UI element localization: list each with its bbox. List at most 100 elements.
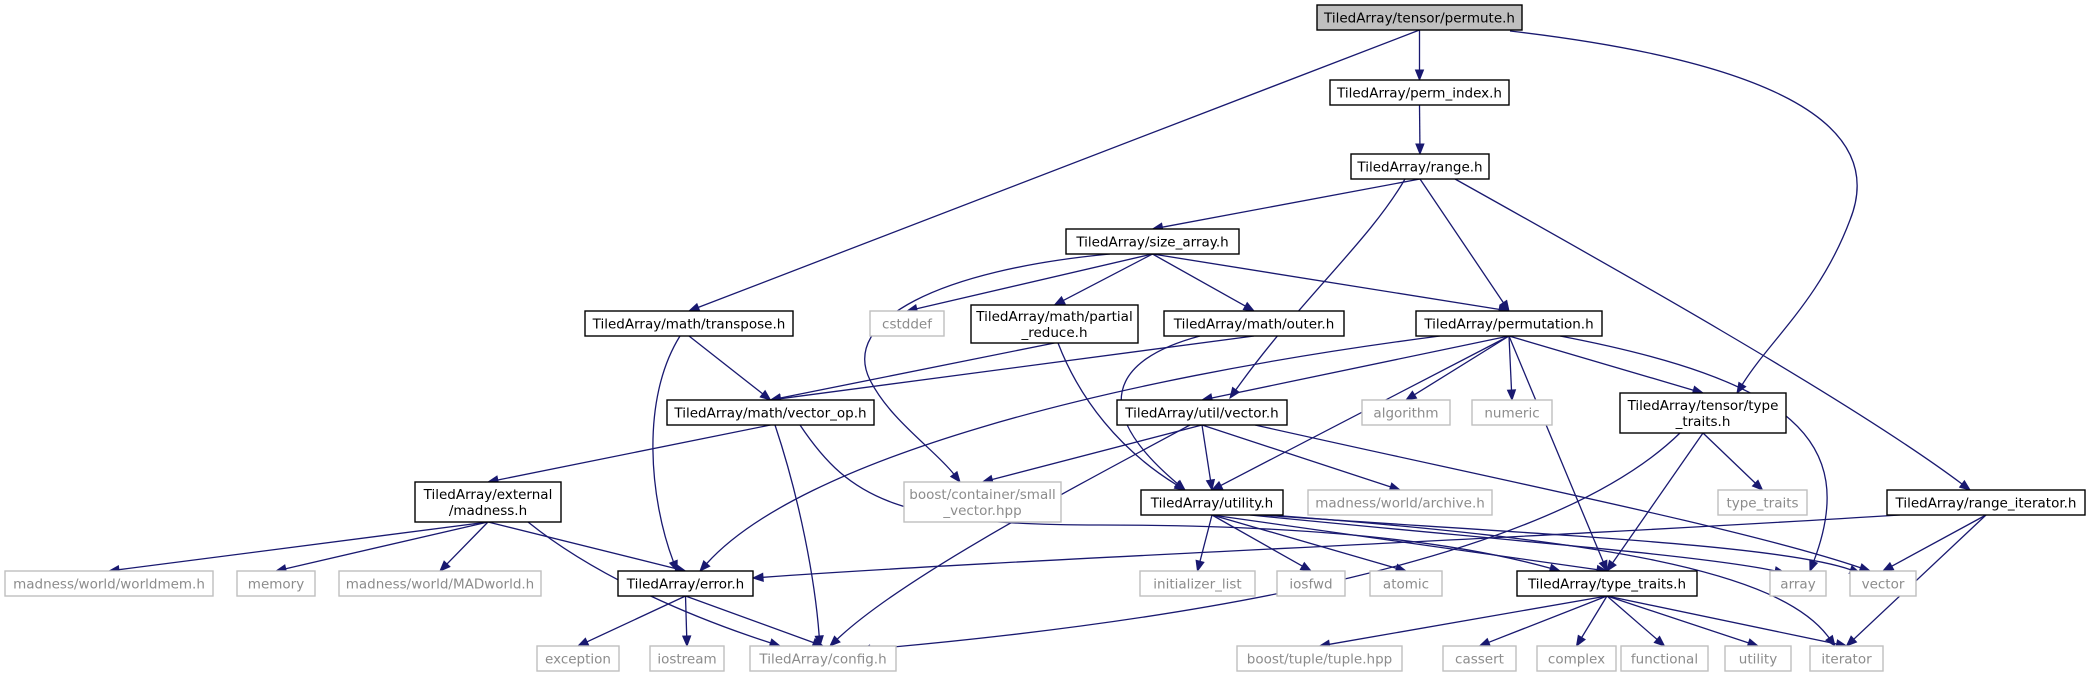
node-config: TiledArray/config.h bbox=[749, 645, 897, 672]
edge-line bbox=[1853, 514, 1987, 640]
node-box bbox=[1619, 392, 1787, 434]
arrowhead-icon bbox=[1958, 479, 1972, 491]
node-label: iterator bbox=[1821, 652, 1872, 668]
edge-utility_h-to-array bbox=[1249, 514, 1787, 576]
node-box bbox=[1139, 570, 1256, 597]
arrowhead-icon bbox=[759, 389, 772, 401]
node-box bbox=[4, 570, 214, 597]
node-label: iosfwd bbox=[1289, 577, 1332, 593]
edge-range-to-range_iterator bbox=[1454, 178, 1972, 491]
node-box bbox=[1316, 4, 1523, 31]
node-util-vector[interactable]: TiledArray/util/vector.h bbox=[1116, 399, 1288, 426]
node-size-array[interactable]: TiledArray/size_array.h bbox=[1065, 228, 1240, 255]
node-box bbox=[1329, 79, 1510, 106]
node-permutation[interactable]: TiledArray/permutation.h bbox=[1415, 310, 1603, 337]
node-label: iostream bbox=[657, 652, 716, 668]
edge-line bbox=[1488, 595, 1608, 643]
node-box bbox=[1236, 645, 1403, 672]
node-label: TiledArray/math/outer.h bbox=[1173, 317, 1335, 333]
edge-permute-to-transpose bbox=[687, 29, 1420, 312]
node-label: boost/tuple/tuple.hpp bbox=[1247, 652, 1392, 668]
edge-line bbox=[1254, 424, 1861, 569]
node-label: TiledArray/permutation.h bbox=[1423, 317, 1593, 333]
node-external-madness[interactable]: TiledArray/external/madness.h bbox=[414, 481, 562, 523]
edge-error-to-iostream bbox=[681, 595, 692, 648]
edge-tensor_type_traits-to-ta_type_traits bbox=[1606, 432, 1704, 573]
edge-permute-to-perm_index bbox=[1414, 30, 1425, 82]
node-vector-op[interactable]: TiledArray/math/vector_op.h bbox=[666, 399, 875, 426]
node-box bbox=[584, 310, 794, 337]
node-madworld: madness/world/MADworld.h bbox=[338, 570, 542, 597]
node-box bbox=[1307, 489, 1493, 516]
edge-line bbox=[1891, 514, 1987, 567]
node-box bbox=[903, 481, 1062, 523]
node-outer[interactable]: TiledArray/math/outer.h bbox=[1163, 310, 1345, 337]
node-box bbox=[617, 570, 754, 597]
edge-line bbox=[1508, 335, 1513, 391]
node-box bbox=[1415, 310, 1603, 337]
node-box bbox=[1809, 645, 1884, 672]
edge-ta_type_traits-to-iterator bbox=[1606, 595, 1848, 649]
node-worldmem: madness/world/worldmem.h bbox=[4, 570, 214, 597]
node-label: madness/world/MADworld.h bbox=[346, 577, 535, 593]
edge-line bbox=[1581, 595, 1608, 638]
node-box bbox=[1769, 570, 1827, 597]
node-utility-h[interactable]: TiledArray/utility.h bbox=[1140, 489, 1284, 516]
edge-utility_h-to-iosfwd bbox=[1211, 514, 1313, 572]
edge-line bbox=[684, 595, 688, 637]
arrowhead-icon bbox=[751, 572, 764, 583]
node-memory: memory bbox=[236, 570, 316, 597]
node-label: TiledArray/type_traits.h bbox=[1527, 577, 1686, 593]
arrowhead-icon bbox=[1606, 559, 1617, 573]
node-label: TiledArray/util/vector.h bbox=[1124, 406, 1278, 422]
edge-ta_type_traits-to-functional bbox=[1606, 595, 1666, 647]
node-initializer-list: initializer_list bbox=[1139, 570, 1256, 597]
edge-error-to-config bbox=[685, 595, 825, 647]
edge-line bbox=[1063, 253, 1153, 301]
edge-range-to-permutation bbox=[1419, 178, 1510, 313]
node-atomic: atomic bbox=[1369, 570, 1443, 597]
node-box bbox=[414, 481, 562, 523]
node-label: atomic bbox=[1383, 577, 1429, 593]
arrowhead-icon bbox=[699, 560, 711, 573]
edge-line bbox=[1454, 178, 1963, 485]
node-box bbox=[1442, 645, 1517, 672]
node-box bbox=[1886, 489, 2086, 516]
node-box bbox=[536, 645, 620, 672]
arrowhead-icon bbox=[1404, 390, 1418, 401]
arrowhead-icon bbox=[1809, 559, 1819, 573]
arrowhead-icon bbox=[829, 635, 841, 647]
edge-utility_h-to-initializer_list bbox=[1195, 514, 1213, 573]
node-error[interactable]: TiledArray/error.h bbox=[617, 570, 754, 597]
node-label: algorithm bbox=[1373, 406, 1438, 422]
node-label: boost/container/small bbox=[909, 487, 1055, 503]
node-ta-type-traits[interactable]: TiledArray/type_traits.h bbox=[1516, 570, 1698, 597]
node-range-iterator[interactable]: TiledArray/range_iterator.h bbox=[1886, 489, 2086, 516]
node-label: _reduce.h bbox=[1020, 325, 1087, 341]
edge-line bbox=[1612, 432, 1704, 564]
node-transpose[interactable]: TiledArray/math/transpose.h bbox=[584, 310, 794, 337]
node-label: cstddef bbox=[882, 317, 933, 333]
edge-vector_op-to-external_madness bbox=[486, 424, 771, 485]
node-range[interactable]: TiledArray/range.h bbox=[1350, 153, 1490, 180]
node-exception: exception bbox=[536, 645, 620, 672]
edge-line bbox=[1259, 514, 1851, 571]
node-label: TiledArray/perm_index.h bbox=[1336, 86, 1502, 102]
node-perm-index[interactable]: TiledArray/perm_index.h bbox=[1329, 79, 1510, 106]
node-cassert: cassert bbox=[1442, 645, 1517, 672]
node-partial-reduce[interactable]: TiledArray/math/partial_reduce.h bbox=[970, 304, 1139, 344]
edge-permutation-to-array bbox=[1559, 335, 1828, 573]
edge-line bbox=[487, 521, 676, 570]
node-box bbox=[869, 310, 945, 337]
edge-line bbox=[780, 342, 1055, 399]
node-iosfwd: iosfwd bbox=[1276, 570, 1346, 597]
node-tensor-type-traits[interactable]: TiledArray/tensor/type_traits.h bbox=[1619, 392, 1787, 434]
edge-partial_reduce-to-vector_op bbox=[769, 342, 1055, 403]
edge-utility_h-to-ta_type_traits bbox=[1211, 514, 1609, 575]
node-permute[interactable]: TiledArray/tensor/permute.h bbox=[1316, 4, 1523, 31]
edge-outer-to-vector_op bbox=[769, 335, 1255, 404]
edge-line bbox=[1211, 514, 1397, 569]
node-box bbox=[1140, 489, 1284, 516]
edge-range-to-size_array bbox=[1151, 178, 1421, 232]
